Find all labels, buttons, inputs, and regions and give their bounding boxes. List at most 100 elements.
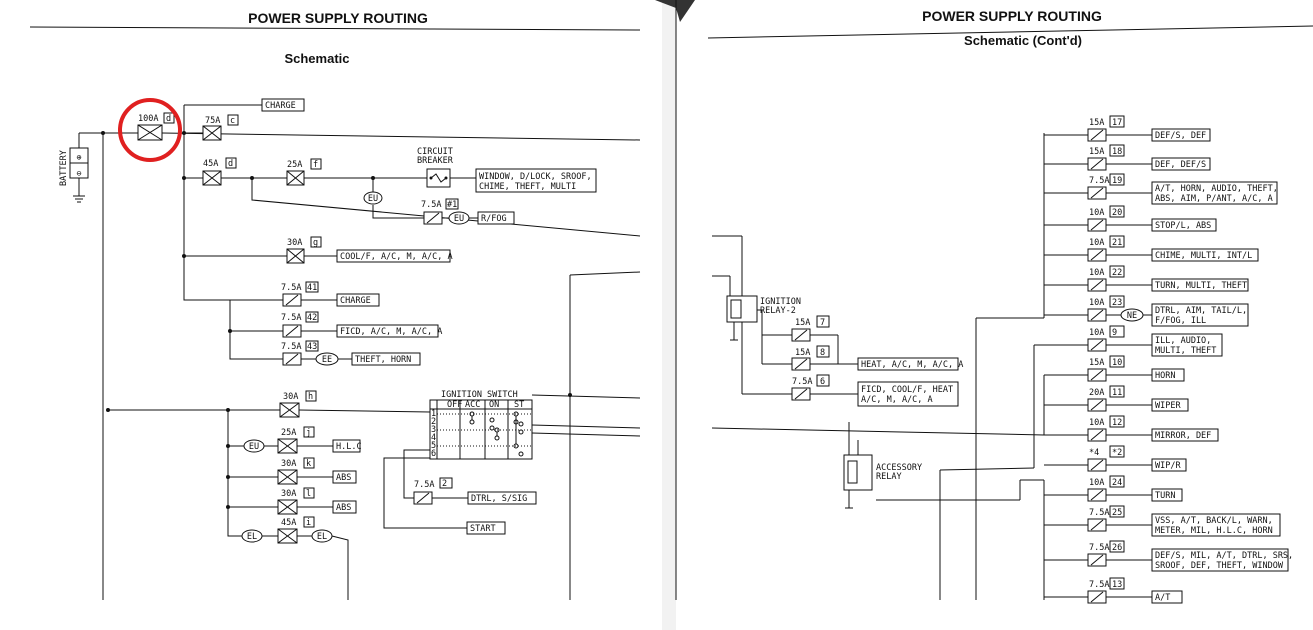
left-page: POWER SUPPLY ROUTING Schematic ⊕ ⊖ BATTE…	[29, 10, 641, 600]
right-title: Schematic (Cont'd)	[964, 33, 1082, 48]
connector-eu-hlc: EU	[243, 439, 265, 453]
fuse-8: 15A 8	[791, 345, 830, 371]
fuse-amp: 20A	[1089, 388, 1104, 398]
svg-text:COOL/F, A/C, M, A/C, A: COOL/F, A/C, M, A/C, A	[340, 252, 453, 262]
fuse-amp: 10A	[1089, 238, 1104, 248]
fuse-dest: CHIME, MULTI, INT/L	[1155, 251, 1252, 261]
fuse-dest: DEF/S, MIL, A/T, DTRL, SRS,	[1155, 551, 1293, 561]
svg-text:IGNITION SWITCH: IGNITION SWITCH	[441, 390, 518, 400]
fuse-id: 21	[1112, 238, 1122, 248]
svg-text:CHARGE: CHARGE	[265, 101, 296, 111]
fuse-amp: 10A	[1089, 268, 1104, 278]
fusible-link-25a-f: 25A f	[286, 158, 322, 186]
svg-text:6: 6	[431, 449, 436, 459]
svg-text:R/FOG: R/FOG	[481, 214, 507, 224]
left-header: POWER SUPPLY ROUTING	[248, 10, 428, 26]
fuse-dest: DTRL, AIM, TAIL/L,	[1155, 306, 1247, 316]
svg-text:41: 41	[307, 283, 317, 293]
fuse-amp: 10A	[1089, 298, 1104, 308]
fuse-x1: 7.5A #1	[421, 198, 459, 225]
svg-text:EE: EE	[322, 355, 332, 365]
svg-text:j: j	[306, 428, 311, 438]
fusible-link-45a-i: 45A i	[277, 516, 315, 544]
svg-text:EL: EL	[247, 532, 257, 542]
connector-el-left: EL	[241, 529, 263, 543]
svg-text:6: 6	[820, 377, 825, 387]
connector-ee: EE	[315, 352, 339, 366]
svg-text:30A: 30A	[281, 459, 296, 469]
fuse-dest: WIPER	[1155, 401, 1181, 411]
fuse-amp: 7.5A	[1089, 176, 1109, 186]
dest-abs-l: ABS	[332, 500, 357, 514]
svg-text:A/C, M, A/C, A: A/C, M, A/C, A	[861, 395, 933, 405]
svg-text:3: 3	[431, 425, 436, 435]
fuse-id: 12	[1112, 418, 1122, 428]
highlight-circle	[118, 98, 182, 162]
fusible-link-30a-k: 30A k	[277, 457, 315, 485]
dest-rfog: R/FOG	[477, 211, 515, 225]
fuse-amp: 7.5A	[1089, 580, 1109, 590]
svg-text:7: 7	[820, 318, 825, 328]
fusible-link-100a: 100A d	[137, 112, 175, 141]
fuse-id: 10	[1112, 358, 1122, 368]
accessory-relay: ACCESSORY RELAY	[843, 454, 922, 509]
dest-charge-41: CHARGE	[336, 293, 380, 307]
fuse-dest: MIRROR, DEF	[1155, 431, 1211, 441]
fuse-dest: METER, MIL, H.L.C, HORN	[1155, 526, 1273, 536]
svg-text:7.5A: 7.5A	[421, 200, 441, 210]
fuse-dest: MULTI, THEFT	[1155, 346, 1216, 356]
battery-symbol: ⊕ ⊖ BATTERY	[59, 133, 89, 203]
svg-text:OFF: OFF	[447, 400, 462, 410]
dest-ficd-cool: FICD, COOL/F, HEAT A/C, M, A/C, A	[857, 381, 959, 407]
dest-charge-top: CHARGE	[261, 98, 305, 112]
svg-text:45A: 45A	[281, 518, 296, 528]
svg-text:FICD, COOL/F, HEAT: FICD, COOL/F, HEAT	[861, 385, 953, 395]
svg-text:EL: EL	[317, 532, 327, 542]
fuse-amp: 10A	[1089, 418, 1104, 428]
svg-text:⊖: ⊖	[76, 169, 81, 179]
fuse-id: 24	[1112, 478, 1122, 488]
svg-text:43: 43	[307, 342, 317, 352]
svg-text:7.5A: 7.5A	[281, 283, 301, 293]
svg-text:2: 2	[431, 417, 436, 427]
fusible-link-30a-l: 30A l	[277, 487, 315, 515]
svg-text:d: d	[228, 159, 233, 169]
svg-text:CIRCUIT: CIRCUIT	[417, 147, 453, 157]
fuse-id: 17	[1112, 118, 1122, 128]
svg-text:THEFT, HORN: THEFT, HORN	[355, 355, 411, 365]
battery-label: BATTERY	[59, 150, 69, 186]
fuse-amp: 7.5A	[1089, 543, 1109, 553]
fuse-2: 7.5A 2	[413, 477, 453, 505]
svg-text:100A: 100A	[138, 114, 158, 124]
svg-text:8: 8	[820, 348, 825, 358]
fuse-id: 13	[1112, 580, 1122, 590]
fuse-id: 19	[1112, 176, 1122, 186]
fuse-id: 20	[1112, 208, 1122, 218]
fuse-amp: *4	[1089, 448, 1099, 458]
svg-text:4: 4	[431, 433, 436, 443]
dest-abs-k: ABS	[332, 470, 357, 484]
fuse-dest: SROOF, DEF, THEFT, WINDOW	[1155, 561, 1284, 571]
fuse-id: 11	[1112, 388, 1122, 398]
connector-ne: NE	[1120, 308, 1144, 322]
fuse-43: 7.5A 43	[281, 340, 319, 366]
svg-text:CHARGE: CHARGE	[340, 296, 371, 306]
ignition-relay-2: IGNITION RELAY-2	[726, 295, 801, 341]
svg-text:42: 42	[307, 313, 317, 323]
fuse-dest: DEF, DEF/S	[1155, 160, 1206, 170]
fuse-dest: TURN, MULTI, THEFT	[1155, 281, 1247, 291]
fuse-dest: A/T, HORN, AUDIO, THEFT,	[1155, 184, 1278, 194]
svg-text:i: i	[306, 518, 311, 528]
svg-text:FICD, A/C, M, A/C, A: FICD, A/C, M, A/C, A	[340, 327, 442, 337]
svg-text:EU: EU	[454, 214, 464, 224]
